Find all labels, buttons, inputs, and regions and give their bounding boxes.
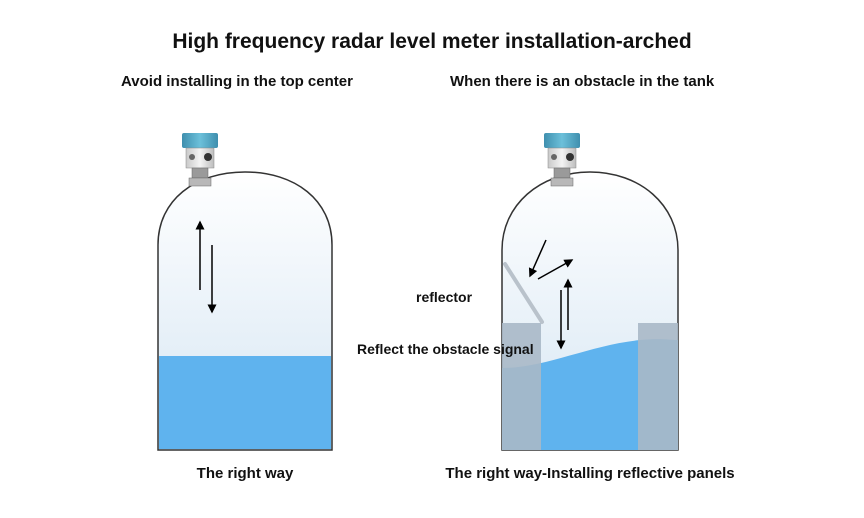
meter-flange (188, 177, 212, 187)
reflector-panel (503, 262, 544, 324)
left-panel-subtitle: Avoid installing in the top center (121, 73, 353, 90)
obstacle-signal-label: Reflect the obstacle signal (357, 341, 534, 357)
right-arrow-diagonal-down (528, 239, 547, 278)
right-panel-caption: The right way-Installing reflective pane… (445, 465, 735, 482)
right-tank (501, 171, 679, 451)
left-tank (157, 171, 333, 451)
cable-gland-icon (204, 153, 212, 161)
cable-gland-icon (566, 153, 574, 161)
meter-cap (182, 133, 218, 148)
obstacle-left (502, 323, 541, 450)
left-panel-caption: The right way (196, 465, 294, 482)
right-arrow-diagonal-up (537, 259, 574, 280)
meter-flange (550, 177, 574, 187)
meter-cap (544, 133, 580, 148)
left-tank-liquid (159, 356, 331, 449)
obstacle-right (638, 323, 678, 450)
reflector-label: reflector (416, 289, 473, 305)
diagram-title: High frequency radar level meter install… (172, 30, 692, 53)
right-tank-liquid (502, 339, 678, 450)
right-radar-meter (544, 133, 580, 187)
right-signal-arrows (528, 239, 574, 350)
right-panel-subtitle: When there is an obstacle in the tank (450, 73, 715, 90)
left-signal-arrows (195, 220, 217, 314)
left-radar-meter (182, 133, 218, 187)
